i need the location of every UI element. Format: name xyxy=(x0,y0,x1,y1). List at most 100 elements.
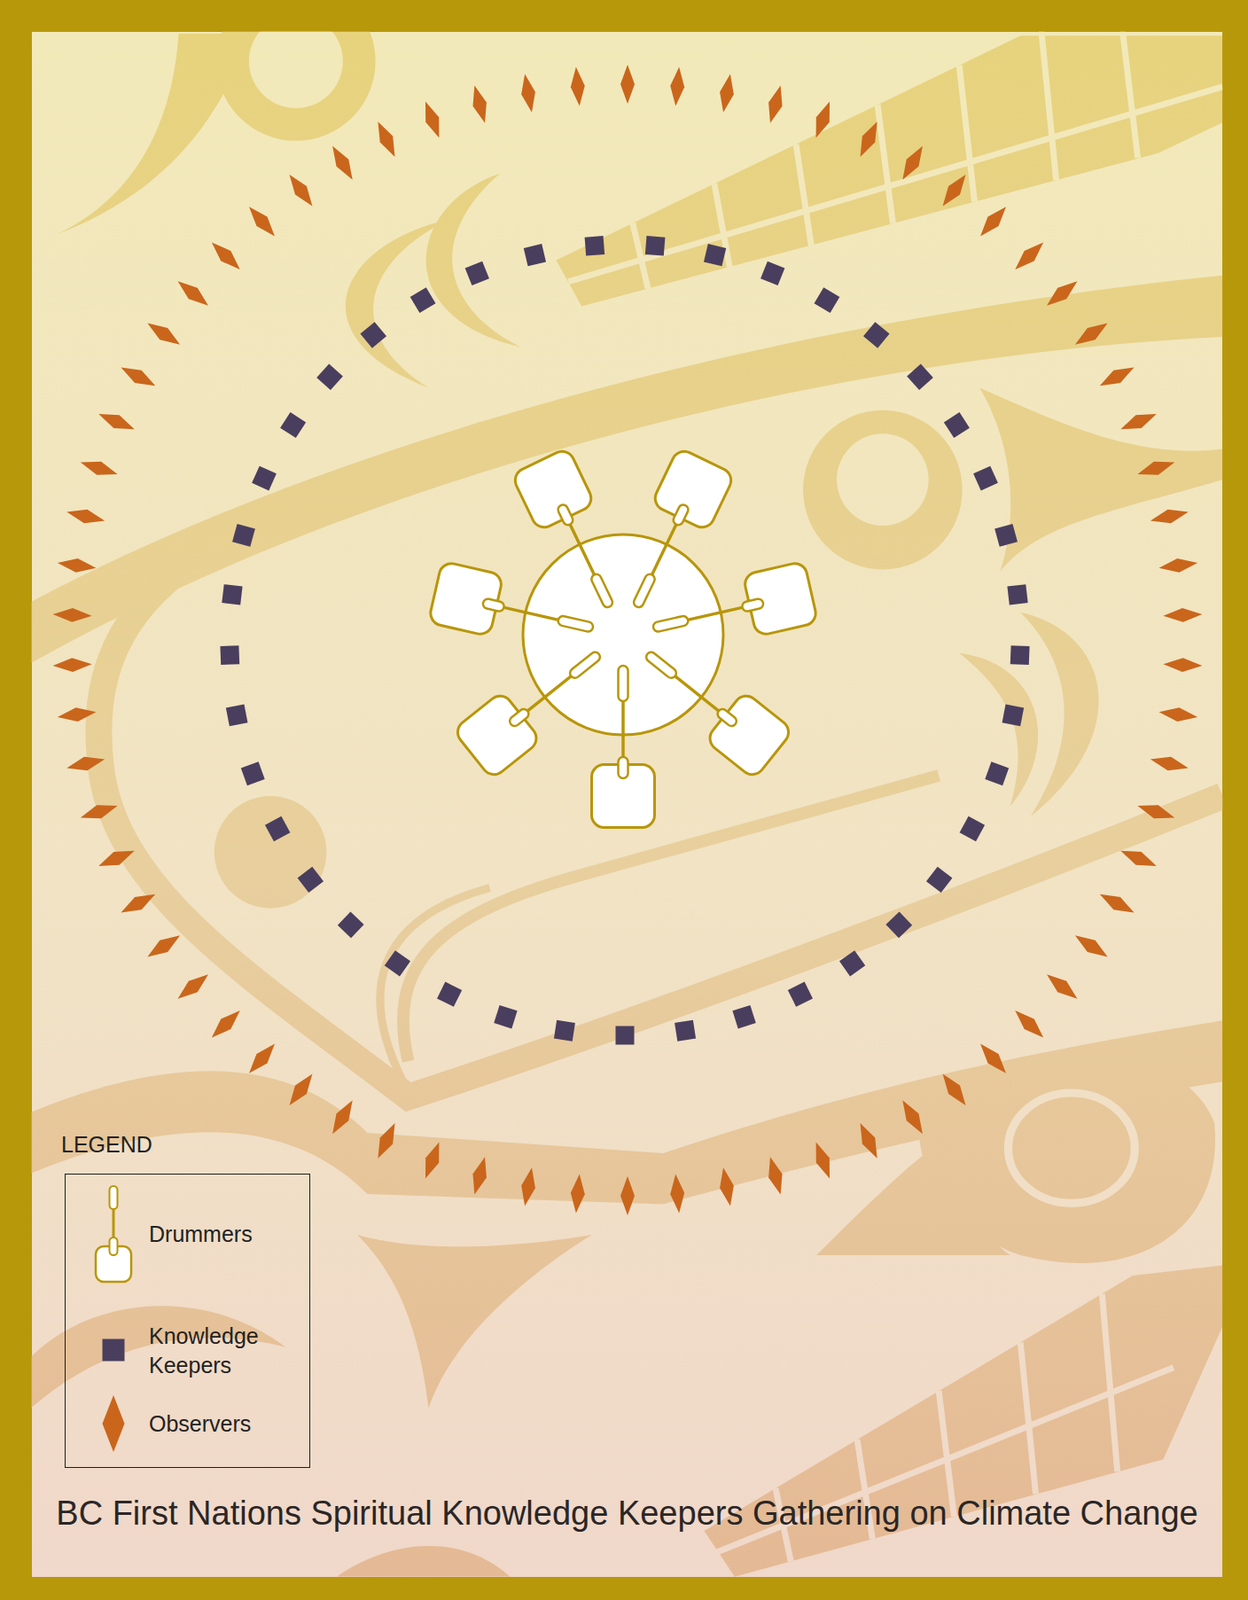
observer-diamond xyxy=(975,1038,1012,1078)
observer-diamond xyxy=(1071,317,1113,351)
legend-entry: Observers xyxy=(65,1370,310,1477)
observer-diamond xyxy=(1148,505,1190,528)
formline-art xyxy=(31,31,1224,1577)
observer-diamond xyxy=(716,72,738,114)
formline-circle xyxy=(214,795,328,909)
knowledge-keeper-square xyxy=(585,235,606,257)
observer-diamond xyxy=(1096,360,1138,392)
stick-grip xyxy=(556,503,575,527)
observer-diamond xyxy=(52,607,93,624)
knowledge-keeper-square xyxy=(553,1020,576,1042)
stick-grip xyxy=(618,756,629,779)
observer-diamond xyxy=(418,99,445,141)
knowledge-keeper-square xyxy=(1010,645,1030,665)
drummer-seat xyxy=(511,447,596,532)
formline-crescent xyxy=(31,1305,287,1408)
stick-grip xyxy=(644,650,679,681)
stick-grip xyxy=(618,665,629,702)
stick-grip xyxy=(109,1237,118,1256)
knowledge-keeper-square xyxy=(703,243,726,266)
knowledge-keeper-square xyxy=(265,816,290,842)
observer-diamond xyxy=(1010,237,1049,275)
observer-diamond xyxy=(620,1176,635,1216)
legend-sample xyxy=(91,1180,136,1287)
knowledge-keeper-square xyxy=(436,982,462,1007)
drummer-symbol xyxy=(511,447,639,621)
stick-grip xyxy=(590,572,615,609)
gathering-circles xyxy=(52,64,1202,1216)
formline-cut xyxy=(1007,1092,1135,1203)
observer-diamond xyxy=(1096,888,1138,920)
observer-diamond xyxy=(853,1120,884,1163)
observer-diamond xyxy=(1157,555,1199,576)
knowledge-keeper-square xyxy=(973,466,999,492)
observer-diamond xyxy=(206,1005,245,1043)
knowledge-keeper-square xyxy=(297,866,324,893)
observer-diamond xyxy=(668,66,687,107)
knowledge-keeper-square xyxy=(732,1005,756,1029)
observer-diamond xyxy=(620,64,635,104)
observer-diamond xyxy=(517,1166,539,1208)
observer-diamond xyxy=(117,360,159,392)
feather-grid xyxy=(568,31,1223,289)
formline-circle xyxy=(216,31,376,141)
observer-diamond xyxy=(64,752,106,775)
observer-swatch xyxy=(102,1395,125,1452)
knowledge-keeper-square xyxy=(863,321,890,349)
legend-sample xyxy=(91,1296,136,1404)
observer-diamond xyxy=(853,118,884,161)
observer-diamond xyxy=(371,1120,402,1163)
observer-diamond xyxy=(896,142,929,184)
observer-diamond xyxy=(243,202,281,242)
drummer-symbol xyxy=(592,665,656,828)
knowledge-keeper-square xyxy=(1002,704,1025,727)
stick-grip xyxy=(557,615,594,633)
observer-diamond xyxy=(78,798,120,825)
knowledge-keeper-swatch xyxy=(102,1339,125,1362)
drummer-symbol xyxy=(428,561,601,659)
knowledge-keeper-square xyxy=(493,1005,517,1029)
observer-diamond xyxy=(64,505,106,528)
stick-grip xyxy=(631,572,656,609)
observer-diamond xyxy=(1042,275,1082,312)
observer-diamond xyxy=(283,1069,319,1110)
formline-crescent xyxy=(336,1545,511,1577)
observer-diamond xyxy=(95,407,138,437)
observer-diamond xyxy=(468,1154,492,1197)
knowledge-keeper-square xyxy=(674,1020,696,1042)
observer-diamond xyxy=(668,1173,687,1214)
observer-diamond xyxy=(1135,455,1178,482)
observer-diamond xyxy=(716,1166,738,1208)
observer-diamond xyxy=(243,1038,281,1078)
formline-crescent xyxy=(426,173,521,348)
knowledge-keeper-square xyxy=(241,761,266,786)
observer-diamond xyxy=(371,118,402,161)
observer-diamond xyxy=(1010,1005,1049,1043)
title-band: BC First Nations Spiritual Knowledge Kee… xyxy=(31,1494,1223,1533)
formline-triangle xyxy=(816,1122,1011,1256)
observer-diamond xyxy=(418,1139,445,1182)
legend-box: DrummersKnowledge KeepersObservers xyxy=(64,1173,311,1468)
observer-diamond xyxy=(1117,407,1160,437)
legend-heading: LEGEND xyxy=(61,1131,153,1158)
knowledge-keeper-square xyxy=(906,363,934,390)
formline-outline xyxy=(98,479,1223,1098)
observers-ring xyxy=(52,64,1202,1216)
stick-grip xyxy=(109,1185,118,1209)
knowledge-keeper-square xyxy=(839,950,866,976)
observer-diamond xyxy=(56,704,98,725)
observer-diamond xyxy=(975,202,1012,242)
knowledge-keeper-square xyxy=(645,235,666,257)
observer-diamond xyxy=(1135,798,1178,825)
knowledge-keeper-square xyxy=(384,950,411,976)
formline-trumpet xyxy=(979,387,1223,571)
legend-entry: Knowledge Keepers xyxy=(65,1296,310,1404)
knowledge-keeper-square xyxy=(616,1026,635,1046)
stick-grip xyxy=(741,598,765,613)
knowledge-keeper-square xyxy=(410,287,437,313)
knowledge-keeper-square xyxy=(760,261,785,286)
stick-grip xyxy=(715,707,739,729)
formline-cut xyxy=(249,31,344,109)
knowledge-keepers-ring xyxy=(219,235,1030,1045)
